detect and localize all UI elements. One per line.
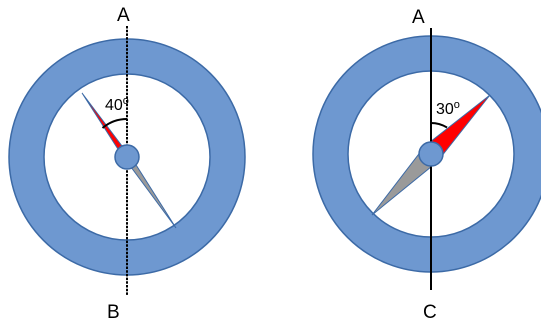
compass-right-angle-arc — [430, 122, 448, 129]
compass-left-angle-arc — [101, 118, 128, 129]
compass-left: 40o A B — [8, 5, 246, 323]
compass-left-bottom-label: B — [107, 302, 120, 323]
compass-right: 30o A C — [312, 7, 541, 323]
compass-left-pivot — [114, 144, 140, 170]
compass-left-top-label: A — [117, 5, 130, 26]
compass-right-angle-label: 30o — [436, 99, 460, 118]
compass-right-top-label: A — [412, 7, 425, 28]
compass-right-pivot — [418, 141, 444, 167]
compass-left-angle-label: 40o — [105, 95, 129, 114]
compass-left-ring-inner-edge — [43, 73, 211, 241]
compass-right-bottom-label: C — [423, 302, 437, 323]
